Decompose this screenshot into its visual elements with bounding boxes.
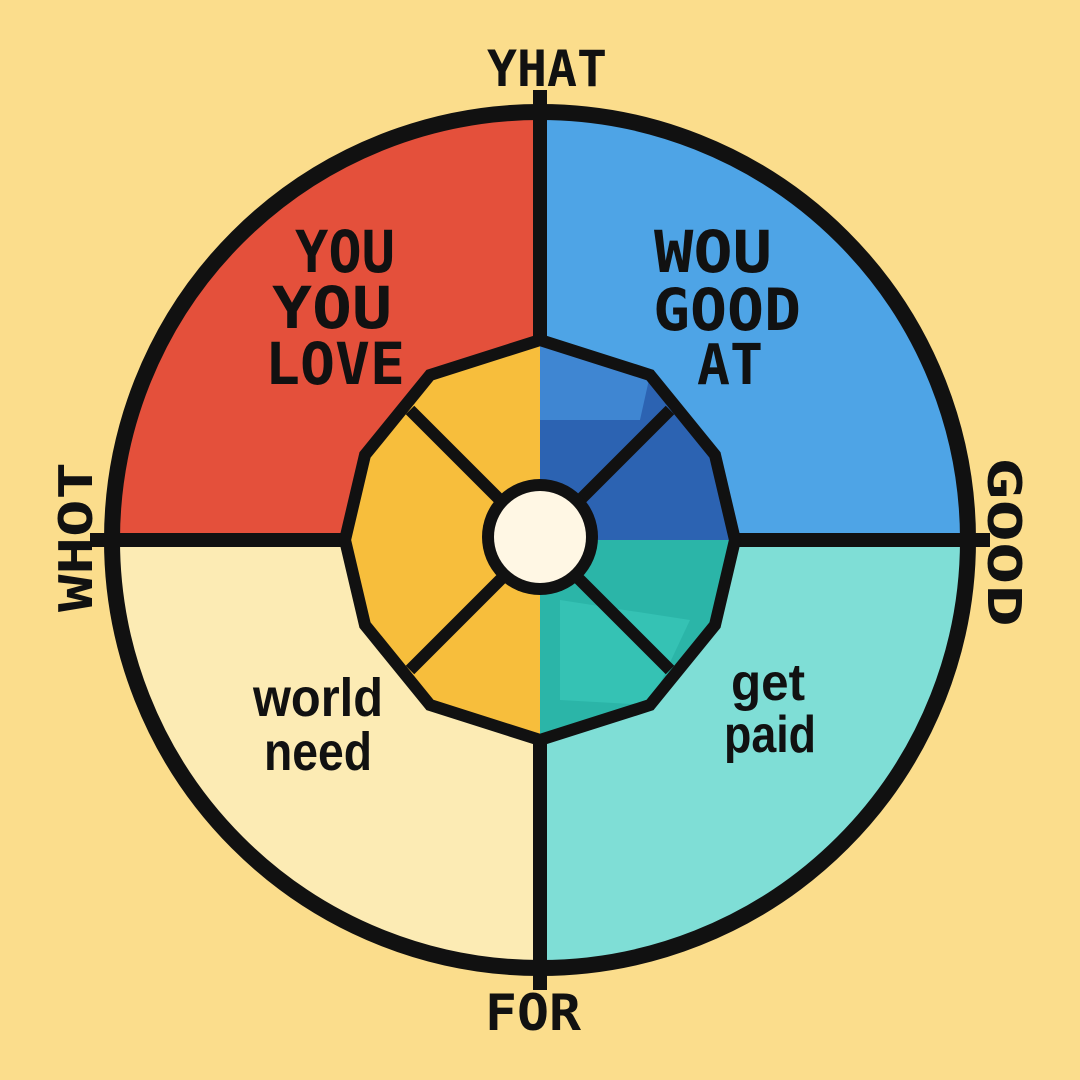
quadrant-love-text: YOU YOU LOVE: [265, 218, 405, 398]
center-octagon-outline: [338, 333, 742, 747]
love-line-1: YOU: [295, 218, 395, 286]
quadrant-paid-text: get paid: [724, 654, 816, 764]
center-lighter-top-right: [540, 340, 650, 420]
world-line-1: world: [252, 668, 383, 728]
label-top: YHAT: [487, 40, 607, 98]
good-line-1: WOU: [654, 218, 772, 286]
quadrant-world-text: world need: [252, 668, 383, 782]
good-line-2: GOOD: [653, 276, 801, 344]
core-circle: [494, 491, 586, 583]
world-line-2: need: [264, 722, 372, 782]
center-octagon: [338, 333, 742, 747]
center-left-half: [345, 340, 540, 740]
good-line-3: AT: [697, 333, 763, 398]
label-left: WHOT: [49, 462, 103, 612]
love-line-2: YOU: [272, 274, 392, 342]
center-lighter-bottom-right: [560, 600, 690, 705]
paid-line-2: paid: [724, 706, 816, 764]
paid-line-1: get: [731, 654, 805, 712]
label-right: GOOD: [977, 457, 1031, 627]
love-line-3: LOVE: [265, 330, 405, 398]
quadrant-good-text: WOU GOOD AT: [653, 218, 801, 398]
label-bottom: FOR: [485, 984, 582, 1042]
